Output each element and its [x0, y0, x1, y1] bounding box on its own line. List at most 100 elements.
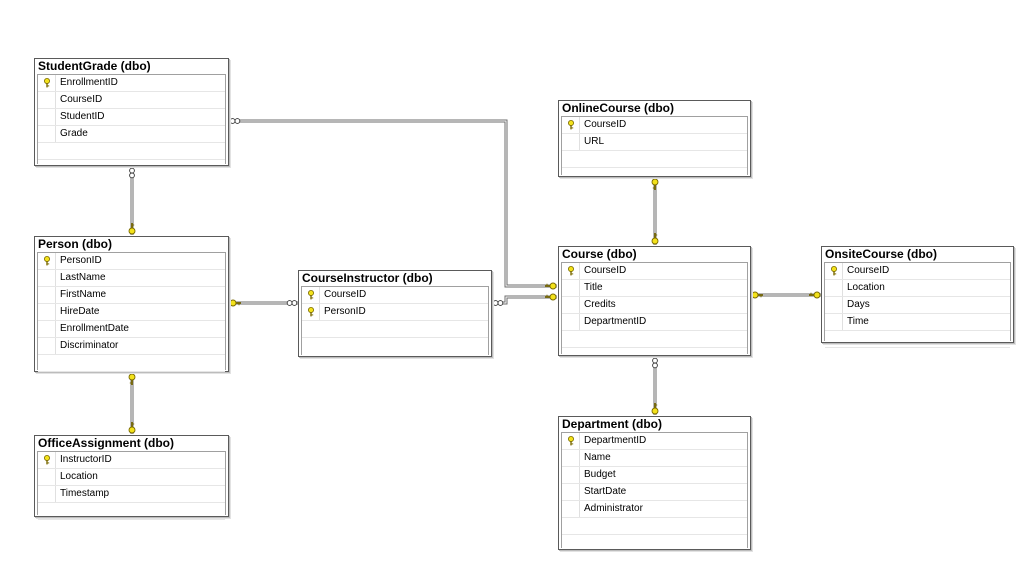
- row-selector[interactable]: [562, 117, 580, 133]
- column-row[interactable]: Title: [562, 280, 747, 297]
- row-selector[interactable]: [38, 92, 56, 108]
- empty-column-row[interactable]: [825, 331, 1010, 348]
- row-selector[interactable]: [38, 338, 56, 354]
- one-end-key-icon: [651, 178, 659, 190]
- column-row[interactable]: Credits: [562, 297, 747, 314]
- row-selector[interactable]: [825, 263, 843, 279]
- table-title[interactable]: CourseInstructor (dbo): [302, 271, 433, 285]
- row-selector[interactable]: [38, 321, 56, 337]
- row-selector[interactable]: [38, 304, 56, 320]
- empty-column-row[interactable]: [562, 331, 747, 348]
- column-row[interactable]: StartDate: [562, 484, 747, 501]
- column-row[interactable]: Location: [38, 469, 225, 486]
- relationship-line-outer: [229, 119, 557, 288]
- empty-column-row[interactable]: [38, 143, 225, 160]
- row-selector[interactable]: [562, 450, 580, 466]
- one-end-key-icon: [128, 373, 136, 385]
- row-selector[interactable]: [38, 469, 56, 485]
- column-row[interactable]: Time: [825, 314, 1010, 331]
- row-selector[interactable]: [38, 452, 56, 468]
- column-row[interactable]: Name: [562, 450, 747, 467]
- column-row[interactable]: CourseID: [825, 263, 1010, 280]
- row-selector[interactable]: [562, 467, 580, 483]
- column-row[interactable]: CourseID: [562, 263, 747, 280]
- primary-key-icon: [44, 455, 50, 465]
- column-row[interactable]: DepartmentID: [562, 314, 747, 331]
- empty-column-row[interactable]: [562, 518, 747, 535]
- row-selector[interactable]: [562, 297, 580, 313]
- column-row[interactable]: Days: [825, 297, 1010, 314]
- column-row[interactable]: Discriminator: [38, 338, 225, 355]
- row-selector[interactable]: [38, 486, 56, 502]
- row-selector[interactable]: [38, 270, 56, 286]
- row-selector[interactable]: [562, 280, 580, 296]
- row-selector[interactable]: [562, 501, 580, 517]
- column-row[interactable]: Grade: [38, 126, 225, 143]
- empty-column-row[interactable]: [38, 355, 225, 372]
- column-row[interactable]: URL: [562, 134, 747, 151]
- many-end-infinity-icon: [129, 167, 135, 179]
- column-row[interactable]: LastName: [38, 270, 225, 287]
- column-row[interactable]: CourseID: [562, 117, 747, 134]
- empty-column-row[interactable]: [562, 151, 747, 168]
- row-selector[interactable]: [38, 126, 56, 142]
- column-row[interactable]: Location: [825, 280, 1010, 297]
- row-selector[interactable]: [562, 314, 580, 330]
- column-row[interactable]: Timestamp: [38, 486, 225, 503]
- column-name: Budget: [584, 469, 616, 480]
- table-courseinstructor[interactable]: CourseInstructor (dbo) CourseID PersonID: [298, 270, 492, 357]
- column-row[interactable]: StudentID: [38, 109, 225, 126]
- row-selector[interactable]: [562, 433, 580, 449]
- primary-key-icon: [568, 120, 574, 130]
- row-selector[interactable]: [825, 297, 843, 313]
- table-title[interactable]: Course (dbo): [562, 247, 637, 261]
- column-row[interactable]: DepartmentID: [562, 433, 747, 450]
- column-row[interactable]: InstructorID: [38, 452, 225, 469]
- column-row[interactable]: PersonID: [38, 253, 225, 270]
- row-selector[interactable]: [38, 75, 56, 91]
- column-row[interactable]: PersonID: [302, 304, 488, 321]
- table-title[interactable]: Department (dbo): [562, 417, 662, 431]
- table-title[interactable]: OnlineCourse (dbo): [562, 101, 674, 115]
- column-row[interactable]: EnrollmentID: [38, 75, 225, 92]
- row-selector[interactable]: [562, 134, 580, 150]
- column-row[interactable]: HireDate: [38, 304, 225, 321]
- row-selector[interactable]: [302, 304, 320, 320]
- row-selector[interactable]: [38, 253, 56, 269]
- table-title[interactable]: Person (dbo): [38, 237, 112, 251]
- row-selector[interactable]: [825, 314, 843, 330]
- column-row[interactable]: Budget: [562, 467, 747, 484]
- row-selector[interactable]: [562, 263, 580, 279]
- column-row[interactable]: CourseID: [302, 287, 488, 304]
- row-selector[interactable]: [38, 287, 56, 303]
- column-row[interactable]: FirstName: [38, 287, 225, 304]
- row-selector[interactable]: [302, 287, 320, 303]
- row-selector[interactable]: [562, 484, 580, 500]
- column-row[interactable]: CourseID: [38, 92, 225, 109]
- empty-column-row[interactable]: [38, 503, 225, 520]
- one-end-key-icon: [128, 422, 136, 434]
- column-name: Days: [847, 299, 870, 310]
- column-row[interactable]: EnrollmentDate: [38, 321, 225, 338]
- empty-column-row[interactable]: [302, 321, 488, 338]
- table-officeassignment[interactable]: OfficeAssignment (dbo) InstructorID Locati…: [34, 435, 229, 520]
- row-selector[interactable]: [825, 280, 843, 296]
- table-title[interactable]: StudentGrade (dbo): [38, 59, 151, 73]
- column-name: Time: [847, 316, 869, 327]
- table-title[interactable]: OnsiteCourse (dbo): [825, 247, 938, 261]
- column-row[interactable]: Administrator: [562, 501, 747, 518]
- column-name: InstructorID: [60, 454, 112, 465]
- table-title[interactable]: OfficeAssignment (dbo): [38, 436, 175, 450]
- column-name: PersonID: [324, 306, 366, 317]
- row-selector[interactable]: [38, 109, 56, 125]
- one-end-key-icon: [229, 299, 241, 307]
- column-name: Discriminator: [60, 340, 119, 351]
